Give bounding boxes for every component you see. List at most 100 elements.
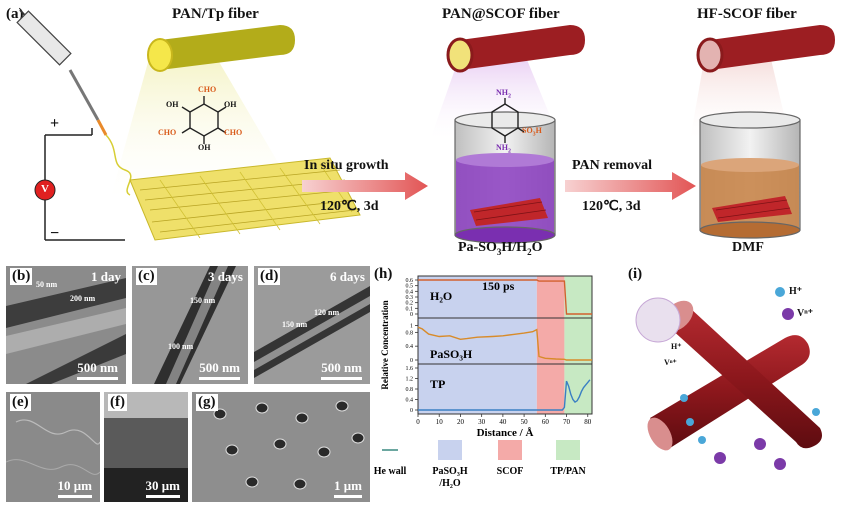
panel-c: (c) 3 days 150 nm 100 nm 500 nm — [132, 266, 248, 384]
series-line-2 — [418, 379, 591, 411]
xtick-label-4: 40 — [499, 418, 507, 426]
xtick-label-2: 20 — [457, 418, 465, 426]
panel-c-letter: (c) — [136, 268, 157, 285]
panel-c-image — [154, 266, 236, 384]
ytick-label-1-1: 0.4 — [406, 344, 414, 350]
voltmeter-icon — [34, 179, 56, 201]
ytick-label-2-0: 0 — [410, 408, 413, 414]
legend-label-1: PaSO₃H — [432, 466, 467, 477]
panel-d-letter: (d) — [258, 268, 281, 285]
legend-label-2: SCOF — [497, 466, 524, 477]
panel-a-illustration — [16, 9, 835, 244]
syringe — [16, 9, 132, 196]
region-3 — [564, 276, 592, 414]
beaker-2 — [699, 111, 801, 239]
v-ion-dot-3 — [774, 458, 786, 470]
panel-e-scale: 10 μm — [58, 478, 92, 498]
panel-i-letter: (i) — [628, 266, 643, 282]
panel-c-time: 3 days — [207, 269, 243, 284]
panel-f-letter: (f) — [108, 394, 127, 411]
panel-d-meas1: 150 nm — [282, 320, 308, 329]
subplot-label-0: H₂O — [430, 289, 452, 303]
ytick-label-0-0: 0 — [410, 312, 413, 318]
h-ion-dot-2 — [698, 436, 706, 444]
beam-1 — [110, 55, 300, 200]
step1-label: In situ growth — [304, 158, 389, 173]
v-ion-dot-2 — [754, 438, 766, 450]
legend-swatch-1 — [438, 440, 462, 460]
xtick-label-7: 70 — [563, 418, 571, 426]
subplot-label-1: PaSO₃H — [430, 347, 473, 361]
tp-cho-left: CHO — [158, 128, 177, 137]
panel-b-meas1: 50 nm — [36, 280, 58, 289]
panel-e-image — [6, 419, 100, 475]
pa-nh2-bottom: NH2 — [496, 143, 511, 155]
circuit — [44, 128, 125, 241]
ytick-label-0-6: 0.6 — [406, 278, 414, 284]
panel-b-image — [6, 278, 126, 384]
ytick-label-0-4: 0.4 — [406, 289, 414, 295]
x-axis-label: Distance / Å — [477, 427, 534, 439]
minus-sign: − — [50, 225, 60, 242]
panel-b-meas2: 200 nm — [70, 294, 96, 303]
panel-c-meas2: 100 nm — [168, 342, 194, 351]
ytick-label-0-1: 0.1 — [406, 306, 414, 312]
h-ion-dot-1 — [686, 418, 694, 426]
h-ion-label: H⁺ — [789, 286, 803, 297]
solution1-part3: O — [531, 240, 543, 255]
panel-b-scale: 500 nm — [77, 360, 118, 380]
h-ion-dot-3 — [680, 394, 688, 402]
step2-condition: 120℃, 3d — [582, 199, 641, 214]
annotation-150ps: 150 ps — [482, 279, 515, 293]
xtick-label-8: 80 — [584, 418, 592, 426]
tp-oh-bottom: OH — [198, 143, 211, 152]
panel-d-meas2: 120 nm — [314, 308, 340, 317]
arrow-step1 — [302, 172, 428, 200]
region-2 — [536, 276, 565, 414]
solution1-sub1: 3 — [496, 246, 502, 257]
legend-label-3: TP/PAN — [550, 466, 586, 477]
v-ion-dot-1 — [714, 452, 726, 464]
ytick-label-0-2: 0.2 — [406, 301, 414, 307]
pa-nh2-top-sub: 2 — [508, 93, 511, 100]
arrow-step2 — [565, 172, 696, 200]
fiber-3 — [696, 25, 835, 73]
xtick-label-3: 30 — [478, 418, 486, 426]
ytick-label-2-1: 0.4 — [406, 398, 414, 404]
legend-label-line2-1: /H₂O — [438, 478, 461, 489]
fiber3-title: HF-SCOF fiber — [697, 6, 797, 22]
fiber1-title: PAN/Tp fiber — [172, 6, 259, 22]
pa-so3h-sub: 3 — [532, 131, 536, 138]
pa-nh2-top: NH2 — [496, 88, 511, 100]
tp-oh-left: OH — [166, 100, 179, 109]
legend-swatch-2 — [498, 440, 522, 460]
fiber2-title: PAN@SCOF fiber — [442, 6, 560, 22]
series-line-1 — [417, 326, 592, 361]
panel-d: (d) 6 days 150 nm 120 nm 500 nm — [254, 266, 370, 384]
tube-2 — [670, 308, 822, 449]
panel-b: (b) 1 day 50 nm 200 nm 500 nm — [6, 266, 126, 384]
panel-h-letter: (h) — [374, 266, 393, 282]
panel-g: (g) 1 μm — [192, 392, 370, 502]
pa-nh2-top-text: NH — [496, 88, 508, 97]
pa-so3h-text: SO — [522, 126, 533, 135]
xtick-label-0: 0 — [416, 418, 420, 426]
pa-so3h: SO3H — [522, 126, 542, 138]
voltmeter-label: V — [41, 183, 49, 195]
tp-cho-top: CHO — [198, 85, 217, 94]
h-ion-icon — [775, 287, 785, 297]
pa-nh2-bottom-text: NH — [496, 143, 508, 152]
ytick-label-0-5: 0.5 — [406, 284, 414, 290]
v-ion-inner-label: Vⁿ⁺ — [664, 358, 677, 367]
solution1-part1: Pa-SO — [458, 240, 497, 255]
tube-1-opening — [647, 417, 673, 451]
solution1-label: Pa-SO3H/H2O — [458, 240, 542, 257]
panel-e-letter: (e) — [10, 394, 31, 411]
ytick-label-2-3: 1.2 — [406, 377, 414, 383]
subplot-label-2: TP — [430, 377, 445, 391]
step1-condition: 120℃, 3d — [320, 199, 379, 214]
cof-structure-icon — [635, 297, 681, 343]
panel-b-time: 1 day — [91, 269, 121, 284]
panel-c-meas1: 150 nm — [190, 296, 216, 305]
ytick-label-0-3: 0.3 — [406, 295, 414, 301]
